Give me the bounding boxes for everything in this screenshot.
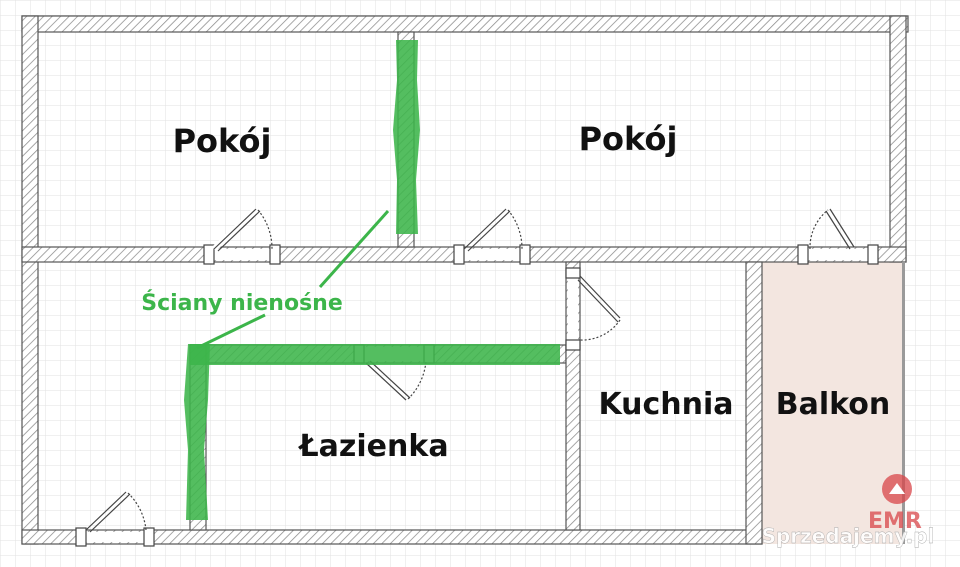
balcony-area [762, 262, 904, 544]
room-label-kuchnia: Kuchnia [598, 387, 733, 422]
door-gap-balcony [806, 249, 870, 260]
watermark: EMR Sprzedajemy.pl [761, 474, 935, 548]
annotation-pointer-top [318, 209, 390, 289]
door-swings [85, 206, 855, 533]
wall-outer-top [21, 15, 909, 33]
non-load-bearing-walls [184, 40, 560, 520]
annotation-pointer-bottom [196, 313, 266, 350]
door-gap-left-room [212, 249, 272, 260]
wall-outer-right [889, 15, 907, 263]
house-icon [889, 483, 905, 494]
room-label-pokoj-right: Pokój [579, 120, 678, 158]
annotation-label: Ściany nienośne [141, 290, 343, 316]
door-gap-entrance [84, 532, 146, 542]
door-gap-kitchen [568, 278, 578, 340]
watermark-site: Sprzedajemy.pl [762, 524, 935, 548]
room-label-pokoj-left: Pokój [173, 122, 272, 160]
green-wall-rooms [393, 40, 420, 234]
room-label-lazienka: Łazienka [297, 429, 448, 464]
door-gap-right-room [462, 249, 522, 260]
balcony-rail [902, 262, 905, 544]
green-wall-bathroom-left [184, 344, 210, 520]
wall-outer-left [21, 15, 39, 545]
watermark-brand: EMR [868, 509, 922, 534]
room-label-balkon: Balkon [776, 387, 891, 422]
green-wall-bathroom-top [190, 344, 560, 365]
wall-kitchen-right [745, 261, 763, 545]
door-frames [75, 244, 879, 547]
